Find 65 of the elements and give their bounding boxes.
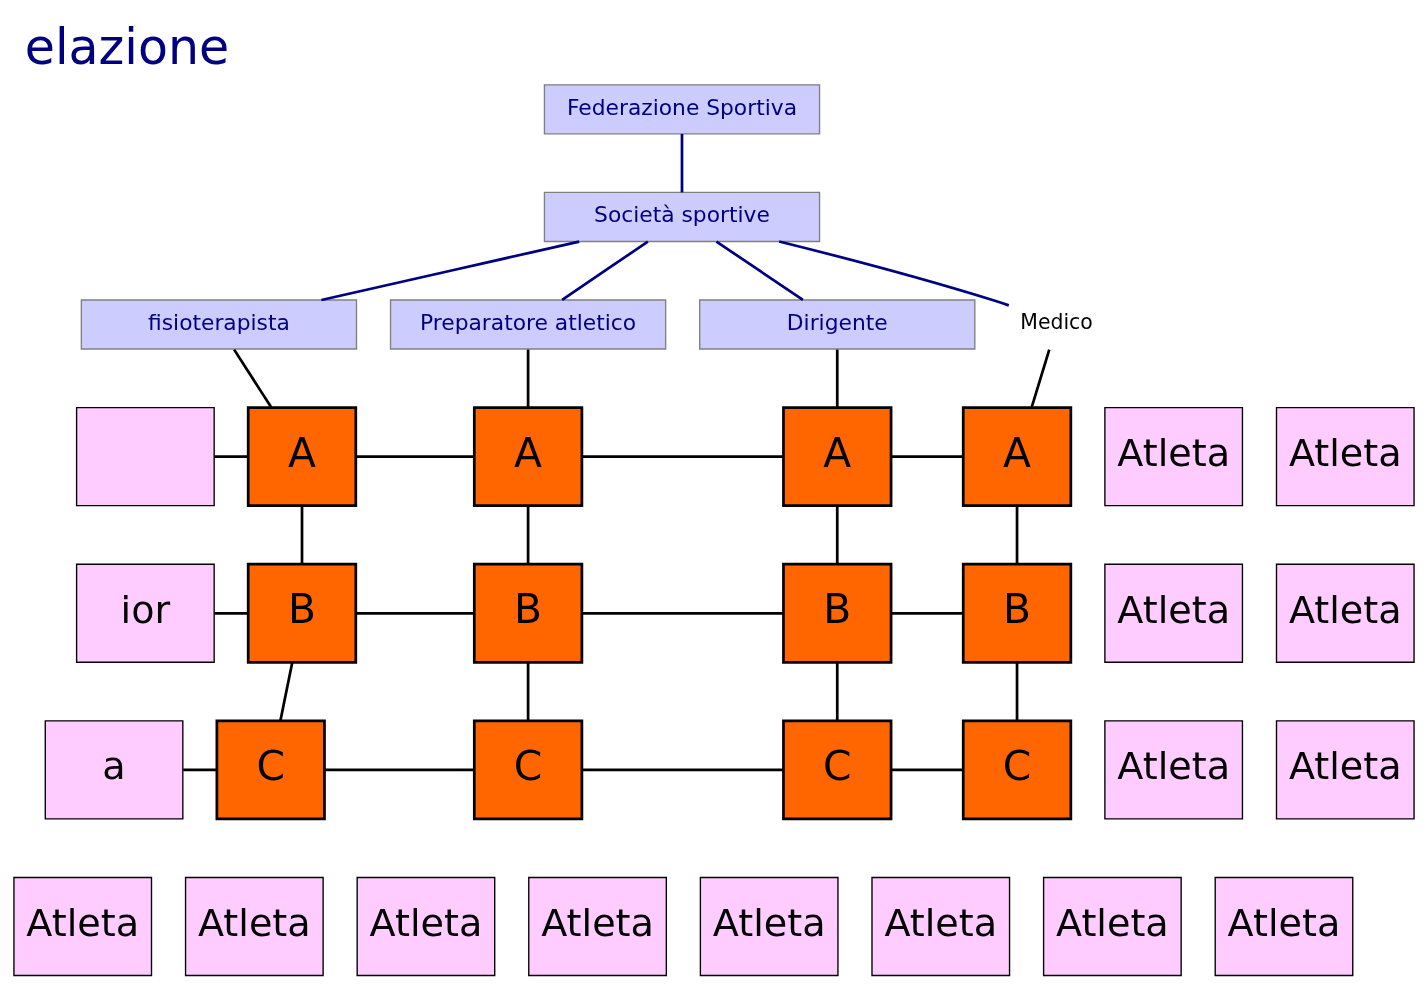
connector bbox=[835, 662, 839, 721]
connector bbox=[233, 348, 273, 409]
node-box: Atleta bbox=[1214, 876, 1354, 977]
node-text: Medico bbox=[1020, 310, 1093, 335]
node-box: Atleta bbox=[1104, 406, 1244, 507]
connector bbox=[561, 240, 649, 302]
node-box: B bbox=[782, 562, 893, 664]
node-box: Atleta bbox=[1104, 720, 1244, 820]
node-box: Atleta bbox=[871, 876, 1011, 977]
node-box: Società sportive bbox=[543, 191, 821, 243]
node-box: fisioterapista bbox=[80, 299, 358, 350]
connector bbox=[526, 662, 530, 721]
connector bbox=[891, 455, 963, 458]
connector bbox=[835, 505, 839, 565]
node-box: A bbox=[961, 406, 1073, 508]
node-box: Atleta bbox=[13, 876, 153, 977]
node-box: Atleta bbox=[1042, 876, 1182, 977]
connector bbox=[715, 240, 804, 302]
node-box: A bbox=[782, 406, 893, 508]
node-box: Federazione Sportiva bbox=[543, 84, 821, 135]
node-box: Atleta bbox=[356, 876, 496, 977]
node-box: a bbox=[44, 720, 184, 820]
node-box bbox=[75, 406, 215, 507]
connector bbox=[778, 240, 1010, 307]
connector bbox=[355, 455, 475, 458]
connector bbox=[526, 349, 530, 408]
node-box: B bbox=[246, 562, 358, 664]
node-box: Atleta bbox=[1275, 406, 1415, 507]
connector bbox=[1015, 505, 1019, 565]
connector bbox=[355, 611, 475, 615]
connector bbox=[582, 455, 783, 458]
diagram-title: elazione bbox=[24, 18, 230, 77]
connector bbox=[891, 768, 963, 772]
node-box: C bbox=[961, 719, 1073, 821]
node-box: Atleta bbox=[1104, 563, 1244, 663]
node-box: C bbox=[782, 719, 893, 821]
node-box: Dirigente bbox=[699, 299, 976, 350]
connector bbox=[214, 611, 248, 615]
node-box: Atleta bbox=[1275, 720, 1415, 820]
connector bbox=[1015, 662, 1019, 721]
connector bbox=[214, 455, 248, 458]
connector bbox=[891, 611, 963, 615]
node-box: B bbox=[472, 562, 584, 664]
node-box: ior bbox=[75, 563, 215, 663]
connector bbox=[835, 349, 839, 408]
node-box: A bbox=[246, 406, 358, 508]
node-box: Atleta bbox=[699, 876, 839, 977]
connector bbox=[183, 768, 217, 772]
connector bbox=[321, 240, 580, 302]
connector bbox=[526, 505, 530, 565]
node-box: C bbox=[472, 719, 584, 821]
node-box: Atleta bbox=[1275, 563, 1415, 663]
node-box: Atleta bbox=[528, 876, 667, 977]
connector bbox=[582, 768, 783, 772]
node-box: A bbox=[472, 406, 584, 508]
node-box: B bbox=[961, 562, 1073, 664]
connector bbox=[680, 134, 684, 193]
connector bbox=[582, 611, 783, 615]
node-box: Atleta bbox=[184, 876, 324, 977]
node-box: Preparatore atletico bbox=[389, 299, 667, 350]
connector bbox=[279, 662, 294, 721]
connector bbox=[1030, 349, 1051, 408]
connector bbox=[300, 505, 304, 565]
connector bbox=[325, 768, 475, 772]
node-box: C bbox=[215, 719, 326, 821]
